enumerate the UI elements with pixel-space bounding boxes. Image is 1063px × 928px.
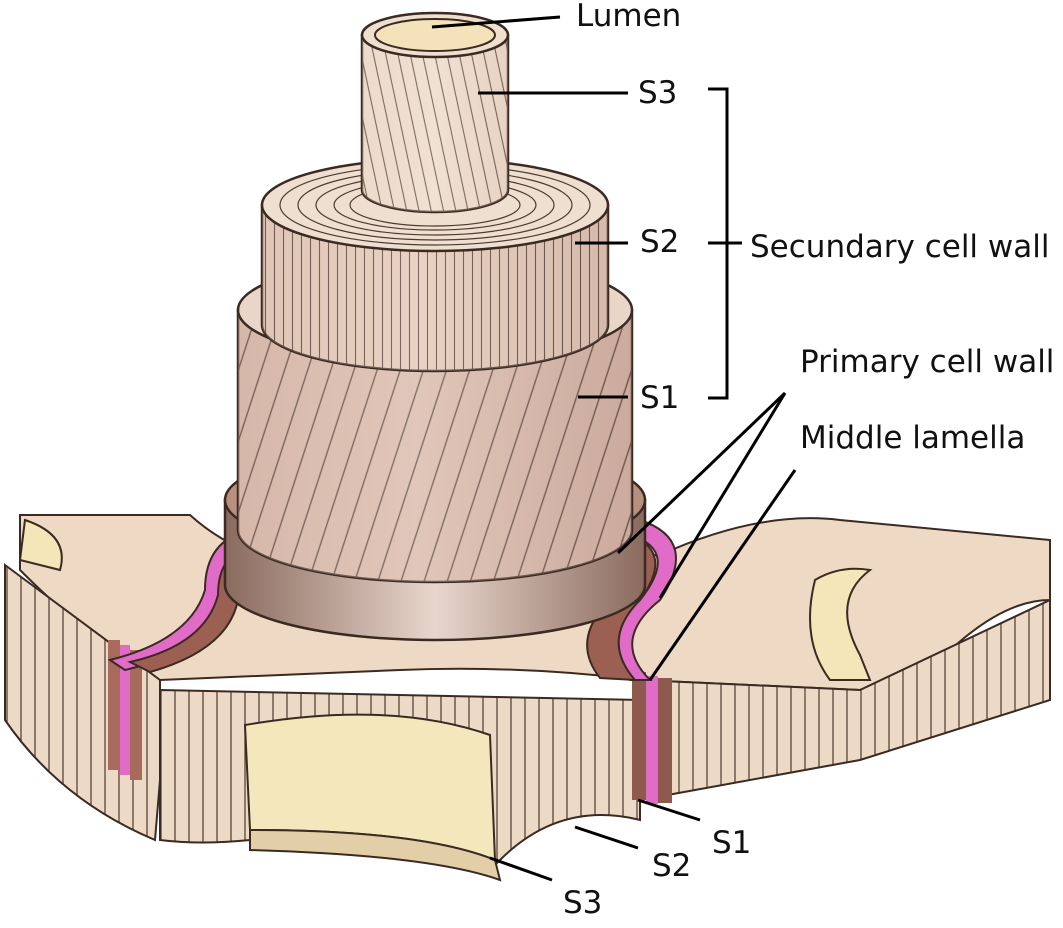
label-primary-wall: Primary cell wall xyxy=(800,344,1054,380)
label-s1-top: S1 xyxy=(640,380,679,416)
label-s2-top: S2 xyxy=(640,224,679,260)
label-s2-bottom: S2 xyxy=(652,848,691,884)
leader-lines xyxy=(431,15,797,882)
labels: Lumen S3 S2 S1 Secundary cell wall Prima… xyxy=(563,0,1054,921)
label-s3-top: S3 xyxy=(638,75,677,111)
lumen-leader xyxy=(431,15,561,29)
primary-wall-leader-2 xyxy=(658,392,787,599)
label-middle-lamella: Middle lamella xyxy=(800,420,1025,456)
label-lumen: Lumen xyxy=(576,0,681,34)
s1-bottom-leader xyxy=(637,798,701,822)
left-cell-lumen xyxy=(18,518,63,572)
s3-layer-tube xyxy=(360,11,510,214)
right-cell-lumen xyxy=(809,567,873,681)
middle-lamella-leader xyxy=(648,469,797,681)
label-s3-bottom: S3 xyxy=(563,885,602,921)
lumen-opening xyxy=(374,18,496,52)
label-s1-bottom: S1 xyxy=(712,825,751,861)
s3-bottom-leader xyxy=(489,856,553,882)
s2-bottom-leader xyxy=(574,825,639,850)
primary-wall-leader-1 xyxy=(616,391,787,555)
label-secondary-wall: Secundary cell wall xyxy=(750,229,1049,265)
